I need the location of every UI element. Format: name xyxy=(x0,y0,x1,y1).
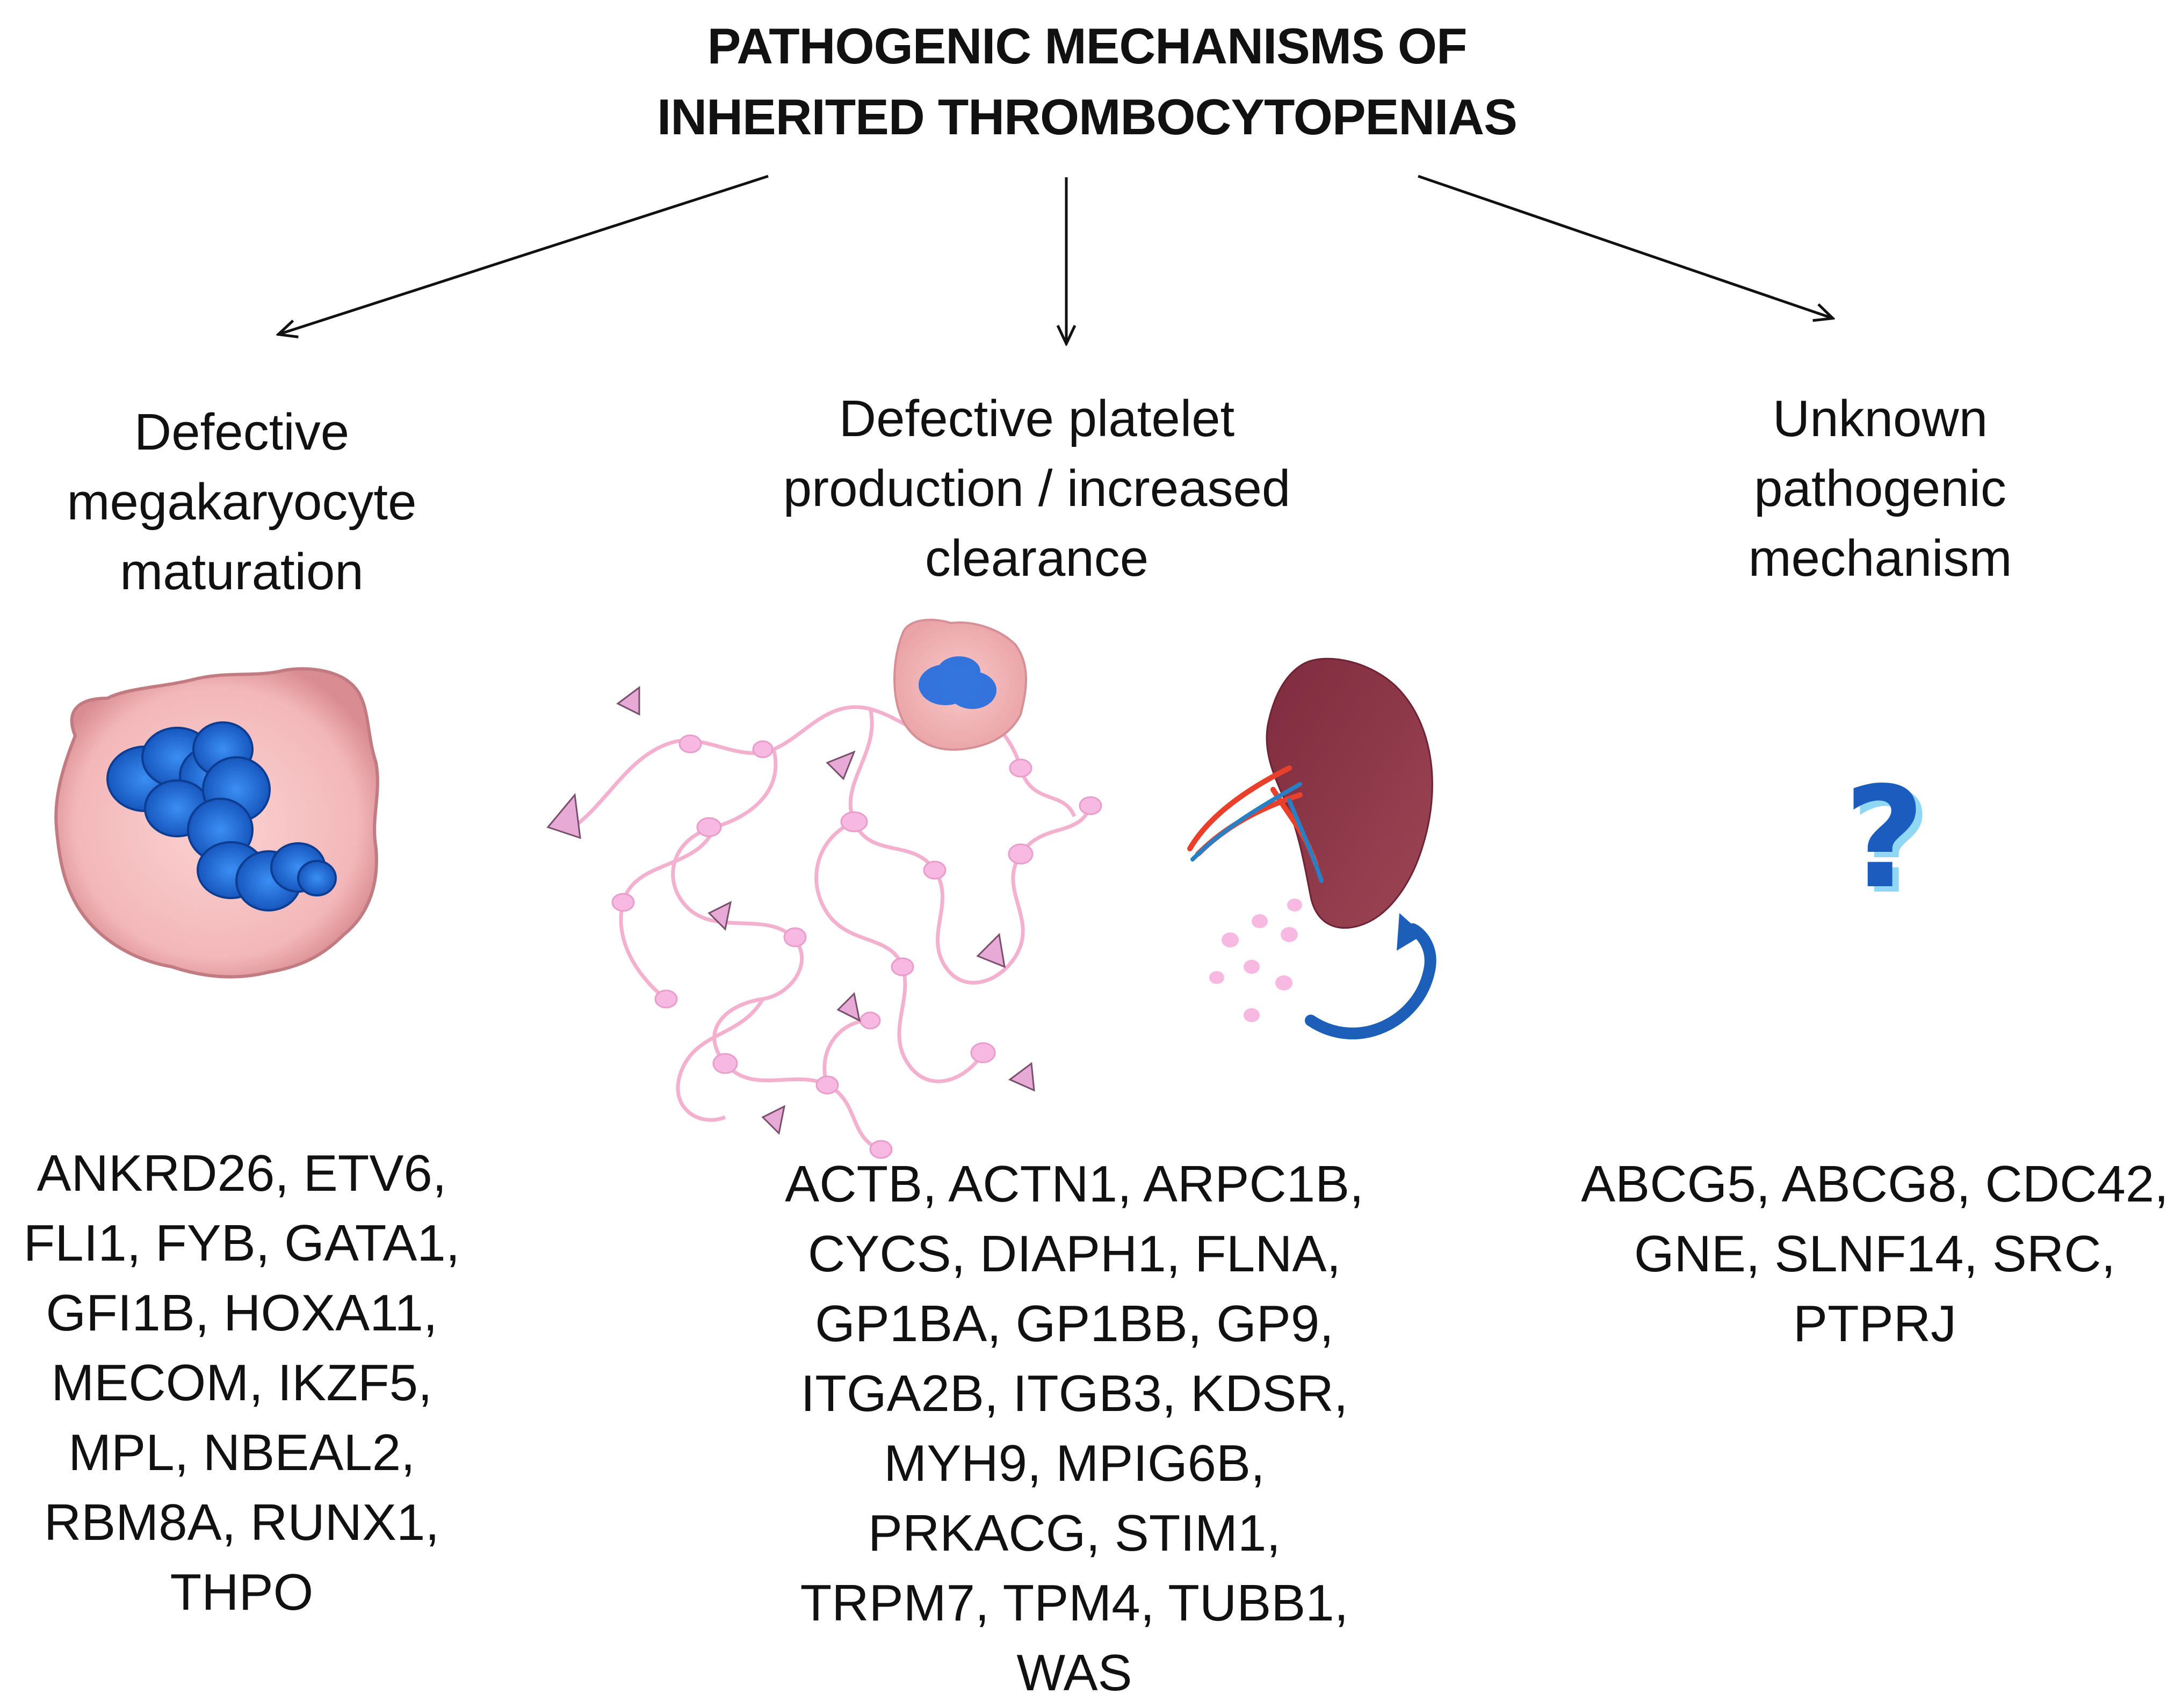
gene-line: ACTB, ACTN1, ARPC1B, xyxy=(785,1155,1364,1213)
heading-line: Unknown xyxy=(1772,390,1988,447)
heading-line: megakaryocyte xyxy=(67,473,417,531)
title-line-1: PATHOGENIC MECHANISMS OF xyxy=(707,18,1468,74)
gene-line: MPL, NBEAL2, xyxy=(68,1424,415,1481)
gene-line: ANKRD26, ETV6, xyxy=(37,1145,447,1202)
heading-megakaryocyte-maturation: Defective megakaryocyte maturation xyxy=(54,397,430,607)
question-mark-icon: ? ? xyxy=(1844,757,1932,925)
diagram-title: PATHOGENIC MECHANISMS OF INHERITED THROM… xyxy=(0,11,2174,153)
heading-line: mechanism xyxy=(1748,530,2012,587)
svg-text:?: ? xyxy=(1851,763,1932,925)
gene-line: CYCS, DIAPH1, FLNA, xyxy=(807,1225,1341,1283)
gene-line: MYH9, MPIG6B, xyxy=(884,1435,1265,1492)
spleen-clearance-icon xyxy=(1187,657,1436,1040)
gene-line: PTPRJ xyxy=(1793,1295,1957,1352)
gene-line: THPO xyxy=(170,1564,314,1621)
gene-line: WAS xyxy=(1016,1644,1132,1702)
gene-line: GP1BA, GP1BB, GP9, xyxy=(815,1295,1334,1352)
heading-line: maturation xyxy=(120,543,364,600)
heading-unknown-mechanism: Unknown pathogenic mechanism xyxy=(1692,384,2068,594)
heading-platelet-production: Defective platelet production / increase… xyxy=(741,384,1332,594)
heading-line: pathogenic xyxy=(1754,460,2006,517)
gene-line: GFI1B, HOXA11, xyxy=(46,1284,438,1342)
gene-list-maturation: ANKRD26, ETV6, FLI1, FYB, GATA1, GFI1B, … xyxy=(0,1139,483,1627)
gene-line: PRKACG, STIM1, xyxy=(868,1504,1281,1562)
gene-list-unknown: ABCG5, ABCG8, CDC42, GNE, SLNF14, SRC, P… xyxy=(1579,1149,2170,1359)
svg-text:?: ? xyxy=(1844,757,1925,920)
gene-line: MECOM, IKZF5, xyxy=(51,1354,432,1412)
title-line-2: INHERITED THROMBOCYTOPENIAS xyxy=(657,89,1518,145)
gene-line: RBM8A, RUNX1, xyxy=(44,1494,440,1551)
proplatelet-network-icon xyxy=(546,619,1102,1159)
heading-line: Defective xyxy=(134,403,350,461)
gene-line: ITGA2B, ITGB3, KDSR, xyxy=(800,1365,1348,1422)
arrow-to-unknown xyxy=(1418,175,1832,318)
megakaryocyte-cell-icon xyxy=(54,667,379,979)
gene-line: ABCG5, ABCG8, CDC42, xyxy=(1581,1155,2169,1213)
heading-line: production / increased xyxy=(783,460,1291,517)
gene-line: GNE, SLNF14, SRC, xyxy=(1634,1225,2116,1283)
gene-line: TRPM7, TPM4, TUBB1, xyxy=(800,1574,1349,1632)
gene-line: FLI1, FYB, GATA1, xyxy=(23,1214,460,1272)
gene-list-production: ACTB, ACTN1, ARPC1B, CYCS, DIAPH1, FLNA,… xyxy=(741,1149,1407,1708)
heading-line: Defective platelet xyxy=(839,390,1235,447)
arrow-to-maturation xyxy=(279,175,769,334)
heading-line: clearance xyxy=(925,530,1149,587)
